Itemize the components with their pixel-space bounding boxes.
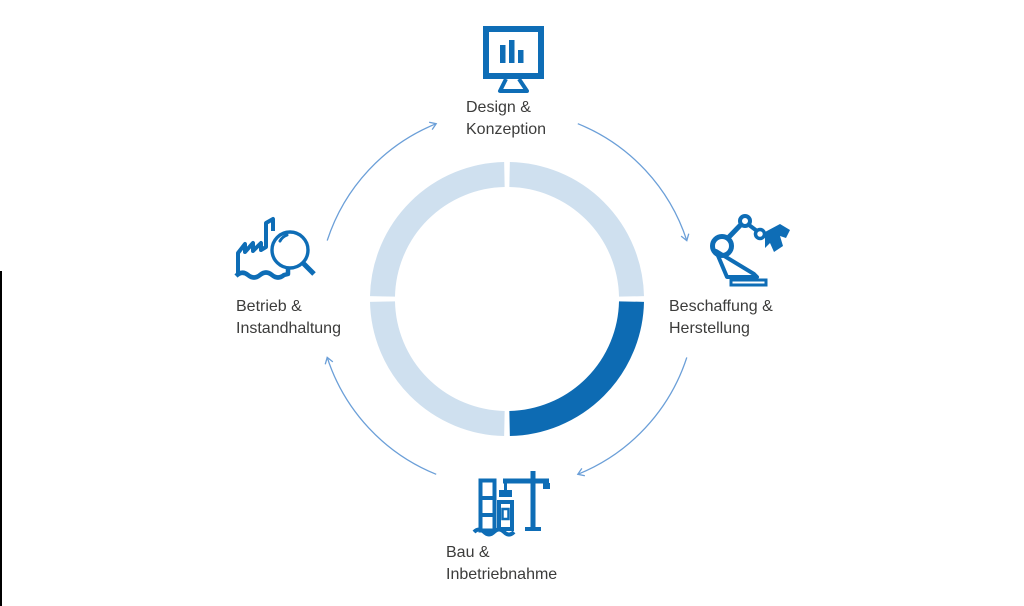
ring-segment-bottom-right bbox=[509, 301, 644, 436]
lifecycle-ring bbox=[370, 162, 644, 436]
robot-arm-icon bbox=[710, 214, 790, 287]
construction-crane-icon bbox=[472, 471, 550, 537]
phase-label-line: Konzeption bbox=[466, 121, 547, 138]
left-edge-line bbox=[0, 271, 2, 606]
phase-label-line: Instandhaltung bbox=[236, 320, 341, 337]
phase-label-line: Inbetriebnahme bbox=[446, 566, 558, 583]
cycle-arrows bbox=[324, 121, 690, 477]
arrow-betrieb-to-design bbox=[326, 121, 438, 241]
arrow-design-to-beschaffung bbox=[577, 123, 690, 242]
phase-label-line: Beschaffung & bbox=[669, 298, 773, 315]
ring-segment-bottom-left bbox=[370, 301, 505, 436]
phase-label-line: Bau & bbox=[446, 544, 490, 561]
phase-label-line: Betrieb & bbox=[236, 298, 302, 315]
phase-label-beschaffung-herstellung: Beschaffung & Herstellung bbox=[669, 296, 773, 340]
phase-label-bau-inbetriebnahme: Bau & Inbetriebnahme bbox=[446, 542, 557, 586]
arrow-bau-to-betrieb bbox=[324, 356, 437, 475]
phase-label-design-konzeption: Design & Konzeption bbox=[466, 97, 546, 141]
factory-magnifier-icon bbox=[234, 217, 316, 280]
ring-segment-top-left bbox=[370, 162, 505, 297]
arrow-beschaffung-to-bau bbox=[576, 357, 688, 477]
ring-segment-top-right bbox=[509, 162, 644, 297]
phase-label-line: Herstellung bbox=[669, 320, 750, 337]
phase-label-betrieb-instandhaltung: Betrieb & Instandhaltung bbox=[236, 296, 341, 340]
monitor-bar-chart-icon bbox=[483, 26, 544, 93]
phase-label-line: Design & bbox=[466, 99, 531, 116]
